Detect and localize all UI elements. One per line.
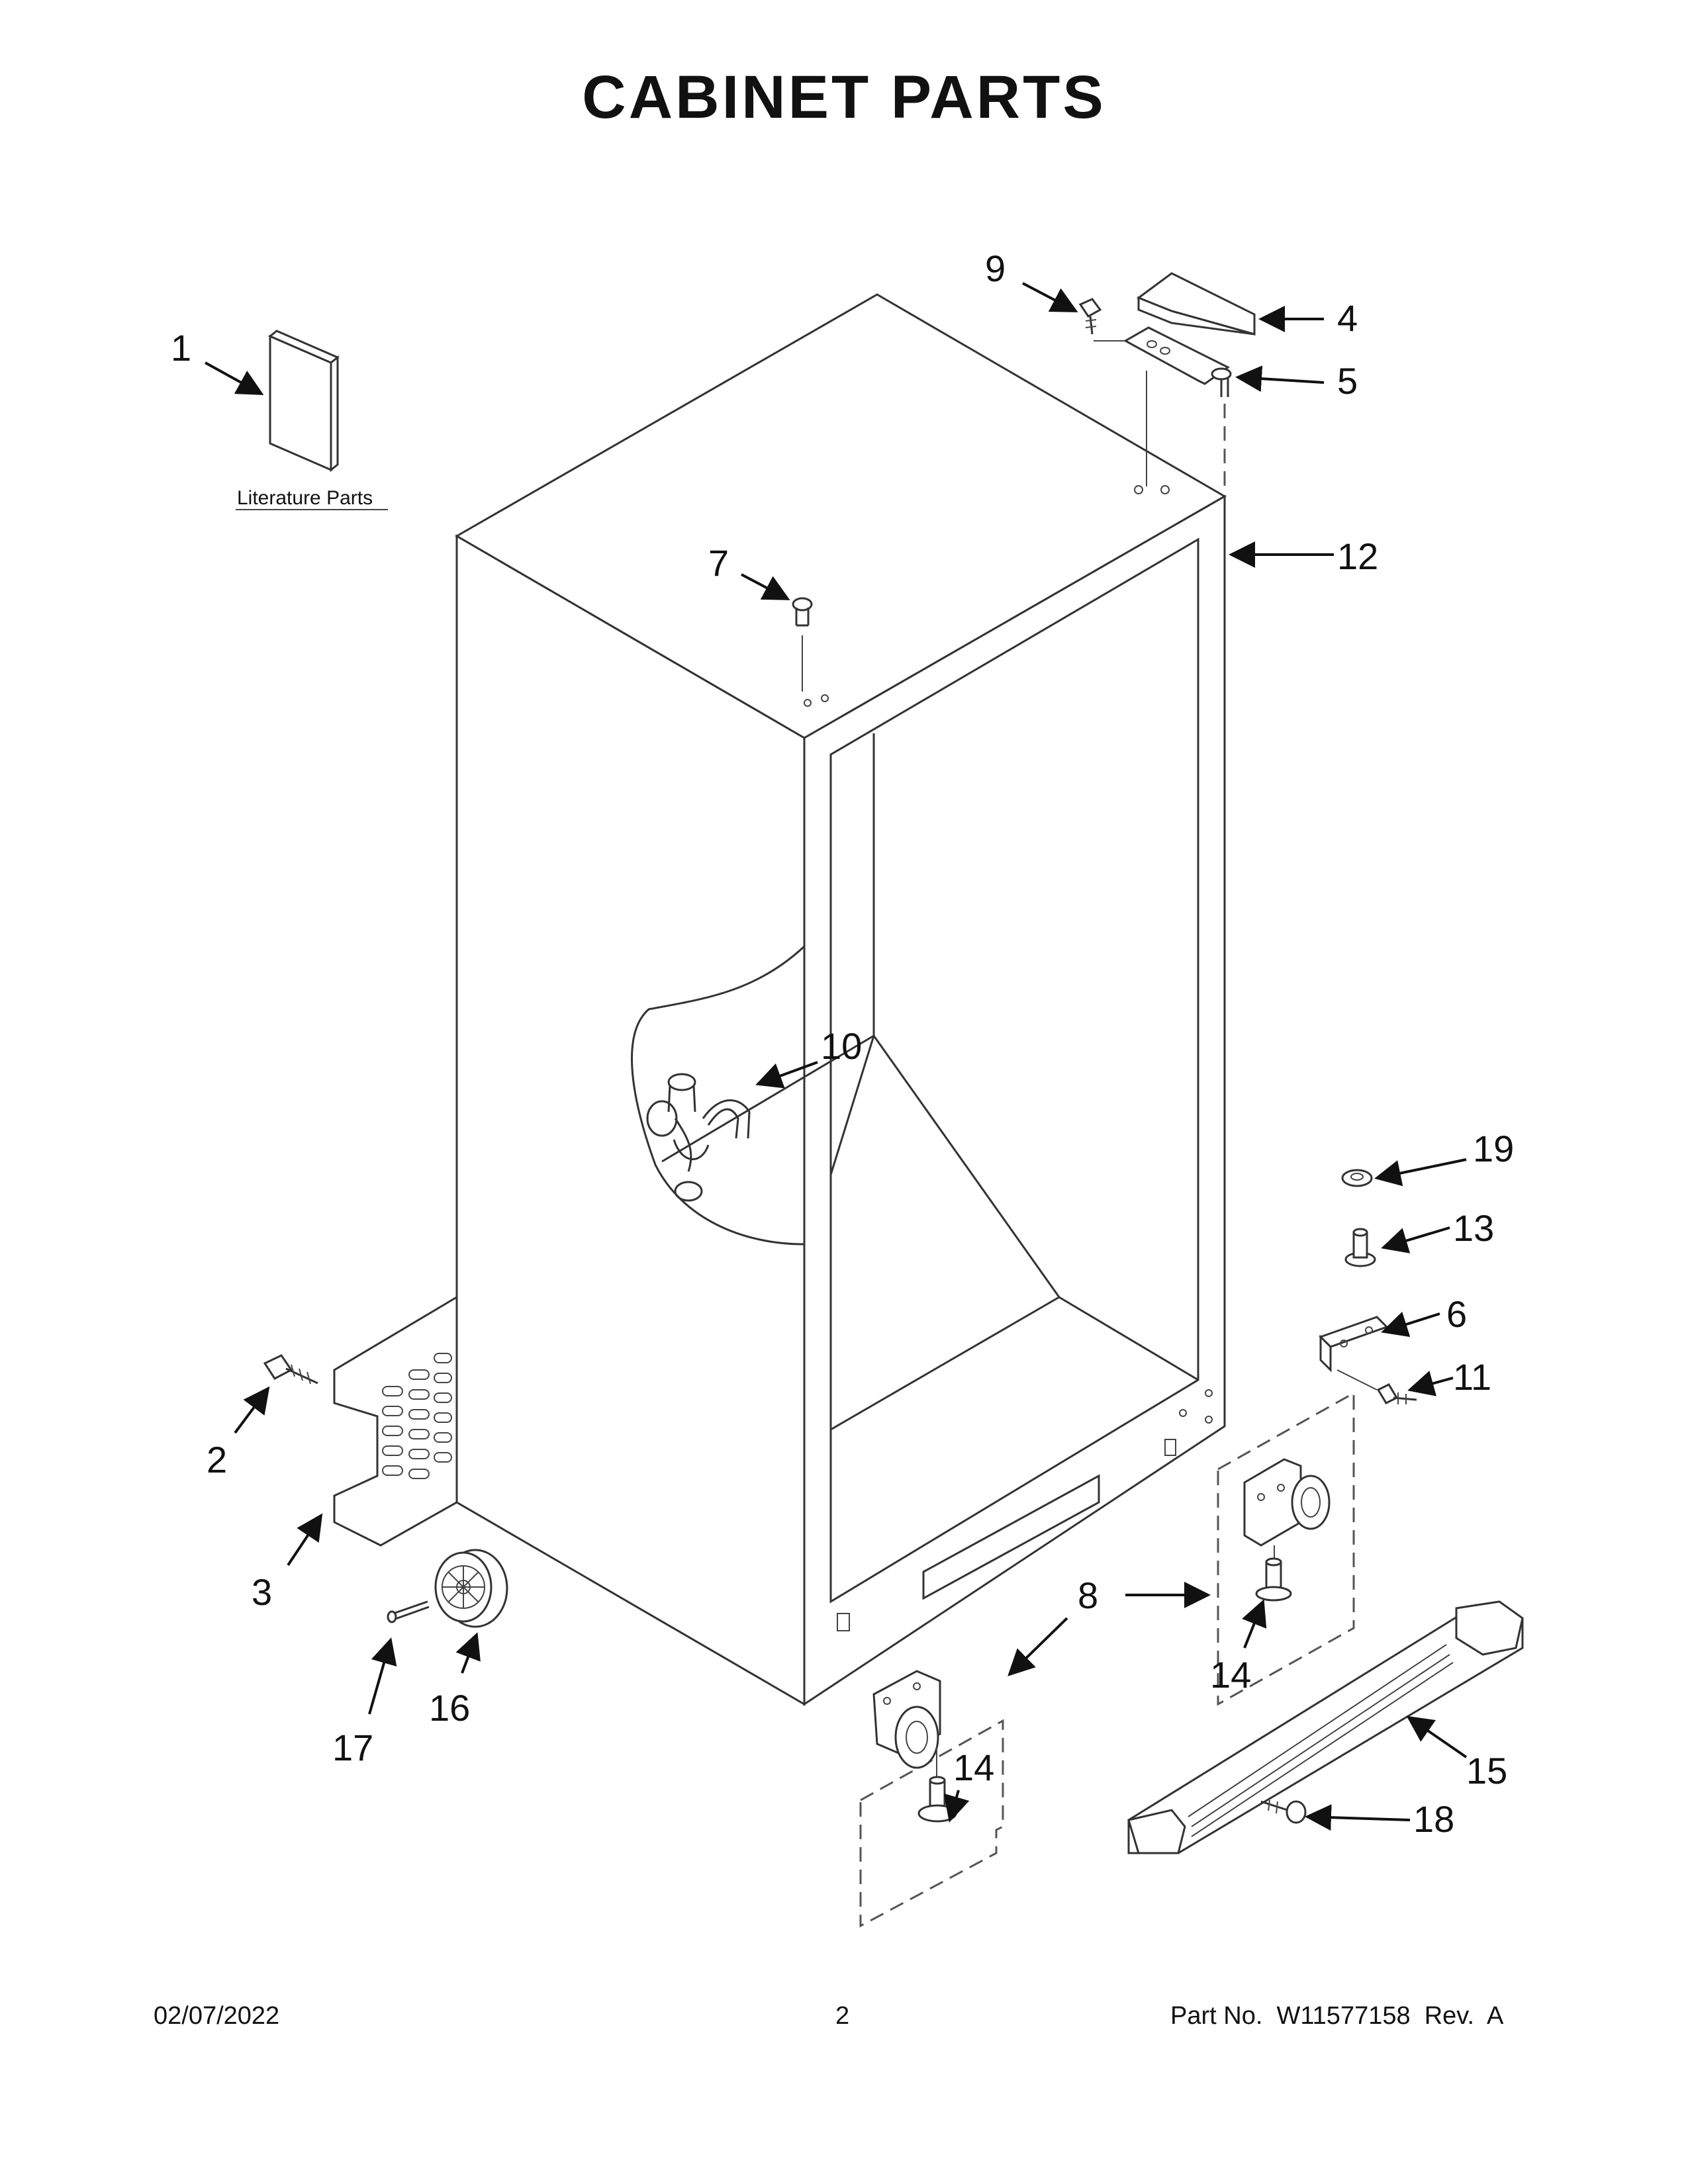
callout-6: 6	[1446, 1293, 1467, 1335]
callout-15: 15	[1466, 1750, 1507, 1792]
footer-page-number: 2	[835, 2002, 850, 2030]
page-title: CABINET PARTS	[582, 64, 1106, 131]
grille-screw	[263, 1354, 318, 1385]
callout-1: 1	[171, 327, 191, 369]
top-hinge-cover	[1136, 272, 1256, 336]
toe-grille-screw	[1260, 1799, 1307, 1824]
callout-13: 13	[1453, 1207, 1494, 1249]
callout-12: 12	[1337, 535, 1378, 577]
washer	[1341, 1169, 1373, 1187]
callout-14-right: 14	[1210, 1654, 1251, 1696]
front-roller-assembly-left	[859, 1670, 1004, 1928]
bottom-hinge-bracket	[1319, 1316, 1389, 1390]
hinge-screw	[1078, 298, 1102, 335]
callout-17: 17	[332, 1727, 373, 1768]
toe-grille	[1127, 1600, 1524, 1854]
front-roller-assembly-right	[1217, 1391, 1355, 1706]
callout-7: 7	[708, 542, 729, 584]
hinge-bolt	[1344, 1228, 1376, 1267]
callout-arrows	[205, 282, 1468, 1831]
hinge-pin	[1220, 379, 1229, 397]
literature-parts-booklet	[268, 330, 340, 473]
callout-4: 4	[1337, 297, 1358, 339]
callout-14-left: 14	[953, 1747, 994, 1788]
bracket-screw	[1376, 1383, 1417, 1404]
drain-cutaway	[631, 944, 874, 1246]
callout-2: 2	[207, 1439, 227, 1480]
literature-parts-label: Literature Parts	[237, 487, 373, 509]
rear-roller	[434, 1549, 508, 1628]
roller-axle	[387, 1600, 430, 1623]
footer-part-number: Part No. W11577158 Rev. A	[1170, 2002, 1504, 2030]
callout-11: 11	[1453, 1356, 1491, 1398]
callout-9: 9	[985, 248, 1006, 289]
callout-8: 8	[1078, 1574, 1098, 1616]
callout-10: 10	[821, 1025, 862, 1067]
door-stop-pin	[792, 597, 813, 692]
callout-18: 18	[1413, 1798, 1454, 1840]
rear-grille-panel	[333, 1295, 458, 1547]
footer-date: 02/07/2022	[154, 2002, 280, 2030]
cabinet-body	[455, 293, 1227, 1706]
callout-19: 19	[1473, 1128, 1514, 1169]
top-hinge	[1094, 326, 1232, 385]
callout-3: 3	[252, 1571, 272, 1613]
callout-16: 16	[429, 1687, 470, 1729]
leveling-leg-right	[1255, 1557, 1292, 1602]
callout-5: 5	[1337, 360, 1358, 402]
